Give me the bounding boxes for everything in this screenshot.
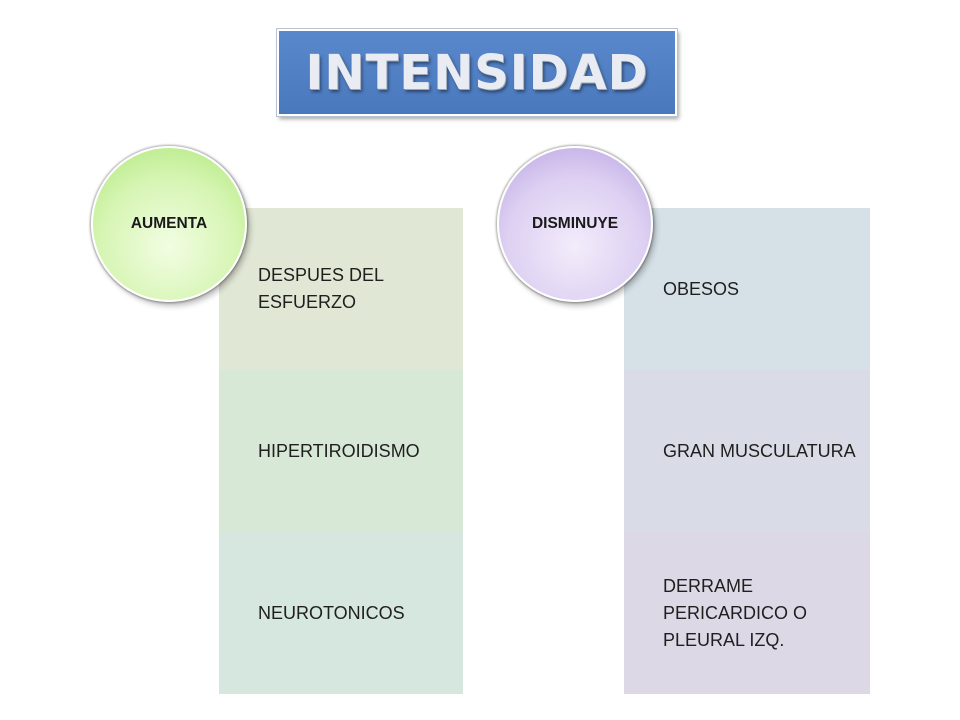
aumenta-circle: AUMENTA (91, 146, 247, 302)
disminuye-item-2: GRAN MUSCULATURA (624, 370, 870, 532)
disminuye-item-1: OBESOS (624, 208, 870, 370)
aumenta-item-3: NEUROTONICOS (219, 532, 463, 694)
disminuye-item-3: DERRAME PERICARDICO O PLEURAL IZQ. (624, 532, 870, 694)
page-title: INTENSIDAD (305, 44, 649, 101)
aumenta-item-1: DESPUES DEL ESFUERZO (219, 208, 463, 370)
aumenta-item-2: HIPERTIROIDISMO (219, 370, 463, 532)
title-banner: INTENSIDAD (276, 28, 678, 117)
disminuye-circle: DISMINUYE (497, 146, 653, 302)
